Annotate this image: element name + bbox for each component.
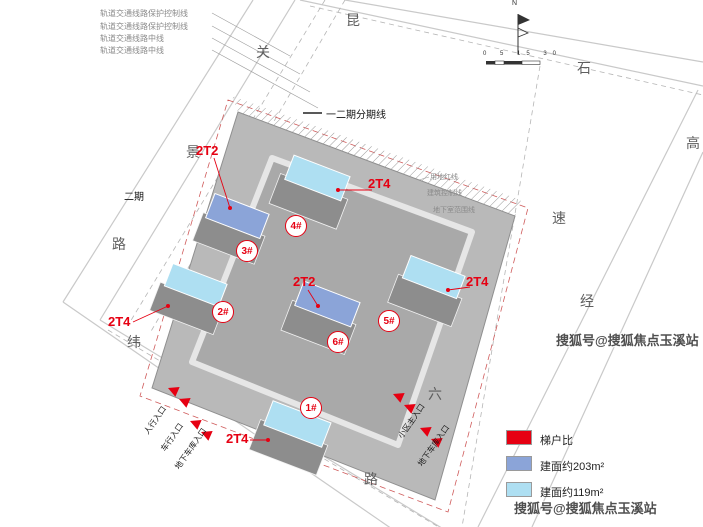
protection-note: 轨道交通线路保护控制线: [100, 22, 188, 31]
watermark: 搜狐号@搜狐焦点玉溪站: [514, 501, 657, 516]
site-note: 建筑控制线: [427, 190, 462, 197]
protection-note: 轨道交通线路中线: [100, 46, 164, 55]
unit-leader-lines: [132, 157, 471, 442]
road-char-jing2: 景: [186, 144, 200, 160]
legend-swatch-ratio: [506, 430, 532, 445]
building-3-roof: [204, 192, 270, 240]
site-note: 用地红线: [430, 174, 458, 181]
badge-building-1: 1#: [300, 397, 322, 419]
building-5: [387, 254, 466, 328]
road-char-jing: 经: [580, 293, 594, 309]
watermark: 搜狐号@搜狐焦点玉溪站: [556, 333, 699, 348]
legend-label-119: 建面约119m²: [540, 487, 604, 499]
unit-label-2t4-c: 2T4: [108, 314, 131, 329]
unit-label-2t2-a: 2T2: [196, 143, 219, 158]
north-arrow-icon: [517, 14, 530, 54]
phase2-label: 二期: [124, 192, 144, 203]
scale-numbers: 0 5 15 30: [483, 51, 563, 57]
legend-swatch-119: [506, 482, 532, 497]
building-5-roof: [401, 254, 466, 300]
building-1: [248, 400, 332, 476]
badge-building-4: 4#: [285, 215, 307, 237]
road-char-gao: 高: [686, 135, 700, 151]
building-6-roof: [294, 280, 361, 328]
unit-label-2t2-b: 2T2: [293, 274, 316, 289]
protection-note: 轨道交通线路中线: [100, 34, 164, 43]
road-char-liu: 六: [428, 386, 442, 402]
legend-label-ratio: 梯户比: [540, 435, 573, 447]
road-char-wei: 纬: [127, 334, 141, 350]
badge-building-5: 5#: [378, 310, 400, 332]
entrance-markers: [168, 386, 443, 448]
road-char-lu-left: 路: [112, 236, 126, 252]
north-label: N: [512, 0, 518, 7]
building-2: [149, 262, 228, 336]
legend-label-203: 建面约203m²: [540, 461, 605, 473]
hatched-protection-band: [232, 96, 521, 216]
unit-label-2t4-b: 2T4: [466, 274, 489, 289]
building-4: [268, 154, 351, 230]
road-char-su: 速: [552, 210, 566, 226]
protection-note: 轨道交通线路保护控制线: [100, 9, 188, 18]
badge-building-6: 6#: [327, 331, 349, 353]
phase-divider-label: 一二期分期线: [326, 110, 386, 121]
road-char-kun: 昆: [346, 12, 360, 28]
road-char-guan: 关: [256, 44, 270, 60]
unit-label-2t4-a: 2T4: [368, 176, 391, 191]
building-2-roof: [163, 262, 228, 308]
badge-building-3: 3#: [236, 240, 258, 262]
legend-swatch-203: [506, 456, 532, 471]
unit-label-2t4-d: 2T4: [226, 431, 249, 446]
scale-bar: [486, 60, 541, 65]
road-char-shi: 石: [577, 60, 591, 76]
building-4-roof: [284, 154, 351, 202]
badge-building-2: 2#: [212, 301, 234, 323]
site-note: 地下室范围线: [433, 207, 475, 214]
road-char-lu-bottom: 路: [364, 471, 378, 487]
